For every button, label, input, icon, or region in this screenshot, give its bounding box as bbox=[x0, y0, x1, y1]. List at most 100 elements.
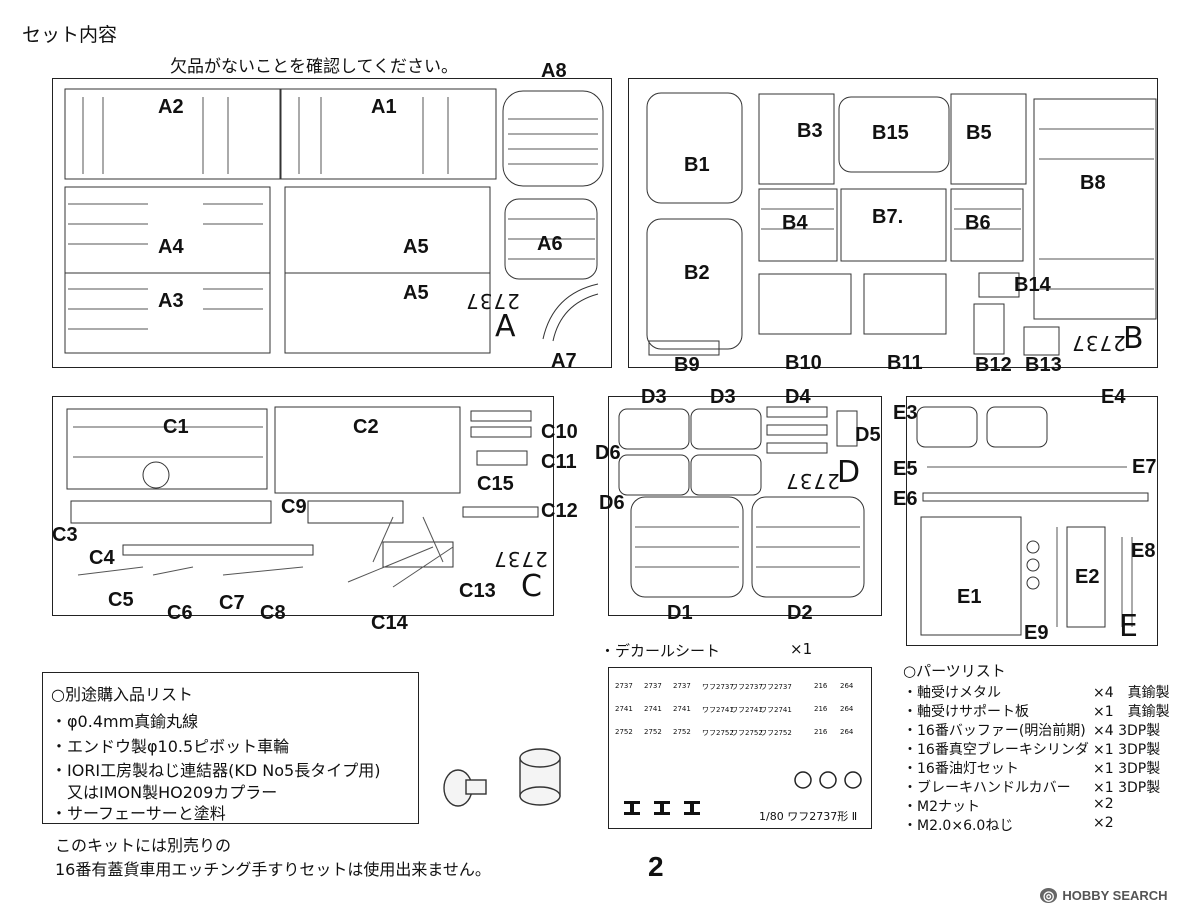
sheet-b: B3 B15 B5 B1 B8 B4 B7. B6 B2 B14 B9 B10 … bbox=[628, 78, 1158, 375]
sheet-e: E3 E4 E5 E7 E6 E8 E2 E1 E9 E bbox=[893, 387, 1158, 646]
part-label: B13 bbox=[1025, 354, 1062, 376]
part-label: C3 bbox=[52, 524, 78, 546]
decal-number: ワフ2737 bbox=[702, 683, 734, 691]
sheet-c: C1 C2 C10 C11 C15 C9 C12 C3 C4 C13 C5 C6… bbox=[52, 396, 578, 633]
decal-number: ワフ2752 bbox=[702, 729, 734, 737]
sheet-b-drawing bbox=[646, 92, 1157, 356]
decal-side-number: 264 bbox=[840, 682, 854, 690]
part-label: D3 bbox=[710, 386, 736, 408]
part-label: C15 bbox=[477, 473, 514, 495]
parts-list-qty: ×1 3DP製 bbox=[1093, 780, 1161, 796]
decal-footer: 1/80 ワフ2737形 Ⅱ bbox=[759, 810, 858, 823]
decal-number: ワフ2752 bbox=[731, 729, 763, 737]
part-label: E2 bbox=[1075, 566, 1100, 588]
parts-list-name: ・16番真空ブレーキシリンダ bbox=[903, 742, 1089, 758]
part-label: B12 bbox=[975, 354, 1012, 376]
part-label: B6 bbox=[965, 212, 991, 234]
sheet-letter: B bbox=[1123, 321, 1144, 356]
note-line: このキットには別売りの bbox=[55, 836, 232, 855]
note-line: 16番有蓋貨車用エッチング手すりセットは使用出来ません。 bbox=[55, 860, 491, 879]
part-label: E3 bbox=[893, 402, 918, 424]
decal-number: 2752 bbox=[615, 728, 633, 736]
sheet-a: A8 A2 A1 A4 A5 A6 A3 A5 A7 2737 A bbox=[52, 61, 612, 372]
sheet-d-drawing bbox=[618, 406, 865, 598]
part-label: E1 bbox=[957, 586, 982, 608]
sheet-code: 2737 bbox=[1071, 331, 1126, 355]
part-label: C13 bbox=[459, 580, 496, 602]
decal-number: 2741 bbox=[615, 705, 633, 713]
part-label: E9 bbox=[1024, 622, 1049, 644]
parts-list-name: ・16番油灯セット bbox=[903, 761, 1019, 777]
purchase-item: ・IORI工房製ねじ連結器(KD No5長タイプ用) bbox=[51, 761, 381, 780]
part-label: C2 bbox=[353, 416, 379, 438]
part-label: E4 bbox=[1101, 386, 1126, 408]
decal-number: 2737 bbox=[644, 682, 662, 690]
decal-side-number: 264 bbox=[840, 728, 854, 736]
part-label: D6 bbox=[595, 442, 621, 464]
part-label: D4 bbox=[785, 386, 811, 408]
watermark-logo-icon: ◎ bbox=[1040, 888, 1058, 903]
parts-list-name: ・軸受けサポート板 bbox=[903, 704, 1029, 720]
sheet-d: D3 D3 D4 D5 D6 D6 D1 D2 2737 D bbox=[595, 387, 882, 623]
part-label: B10 bbox=[785, 352, 822, 374]
decal-number: 2741 bbox=[644, 705, 662, 713]
watermark-text: HOBBY SEARCH bbox=[1062, 888, 1168, 903]
sheet-e-drawing bbox=[916, 406, 1149, 636]
part-label: C9 bbox=[281, 496, 307, 518]
page-number: 2 bbox=[648, 851, 664, 882]
part-label: D6 bbox=[599, 492, 625, 514]
decal-number: ワフ2741 bbox=[731, 706, 763, 714]
part-label: C4 bbox=[89, 547, 115, 569]
purchase-list-box: ○別途購入品リスト ・φ0.4mm真鍮丸線 ・エンドウ製φ10.5ピボット車輪 … bbox=[42, 672, 419, 824]
parts-list-name: ・M2ナット bbox=[903, 799, 980, 815]
purchase-item: ・エンドウ製φ10.5ピボット車輪 bbox=[51, 737, 290, 756]
parts-list-qty: ×2 bbox=[1093, 796, 1114, 812]
part-label: A1 bbox=[371, 96, 397, 118]
part-label: D5 bbox=[855, 424, 881, 446]
decal-number: 2741 bbox=[673, 705, 691, 713]
parts-list-title: ○パーツリスト bbox=[903, 662, 1006, 680]
decal-title: ・デカールシート bbox=[600, 642, 721, 660]
part-label: A4 bbox=[158, 236, 184, 258]
parts-list-qty: ×4 真鍮製 bbox=[1093, 685, 1170, 701]
part-label: E8 bbox=[1131, 540, 1156, 562]
decal-qty: ×1 bbox=[790, 640, 813, 658]
decal-number: ワフ2752 bbox=[760, 729, 792, 737]
decal-number: 2737 bbox=[615, 682, 633, 690]
decal-number: ワフ2737 bbox=[731, 683, 763, 691]
parts-illustration bbox=[443, 748, 561, 807]
part-label: E7 bbox=[1132, 456, 1157, 478]
decal-side-number: 216 bbox=[814, 705, 828, 713]
sheet-code: 2737 bbox=[493, 547, 548, 571]
parts-list-qty: ×4 3DP製 bbox=[1093, 723, 1161, 739]
part-label: A7 bbox=[551, 350, 577, 372]
decal-side-number: 216 bbox=[814, 728, 828, 736]
part-label: B4 bbox=[782, 212, 808, 234]
sheet-letter: E bbox=[1119, 609, 1138, 644]
part-label: B7. bbox=[872, 206, 904, 228]
part-label: D2 bbox=[787, 602, 813, 624]
decal-number: ワフ2741 bbox=[702, 706, 734, 714]
parts-list-name: ・ブレーキハンドルカバー bbox=[903, 780, 1071, 796]
parts-list-qty: ×1 真鍮製 bbox=[1093, 704, 1170, 720]
parts-list-name: ・M2.0×6.0ねじ bbox=[903, 818, 1014, 834]
part-label: E6 bbox=[893, 488, 918, 510]
purchase-item: ・φ0.4mm真鍮丸線 bbox=[51, 712, 199, 731]
decal-number: 2737 bbox=[673, 682, 691, 690]
part-label: C12 bbox=[541, 500, 578, 522]
part-label: C14 bbox=[371, 612, 408, 634]
page-title: セット内容 bbox=[22, 24, 118, 46]
part-label: D1 bbox=[667, 602, 693, 624]
sheet-c-drawing bbox=[66, 406, 539, 588]
part-label: B14 bbox=[1014, 274, 1051, 296]
parts-list-name: ・軸受けメタル bbox=[903, 685, 1001, 701]
part-label: A3 bbox=[158, 290, 184, 312]
part-label: D3 bbox=[641, 386, 667, 408]
page-subtitle: 欠品がないことを確認してください。 bbox=[170, 57, 458, 77]
part-label: C6 bbox=[167, 602, 193, 624]
part-label: C11 bbox=[541, 451, 577, 473]
parts-list-name: ・16番バッファー(明治前期) bbox=[903, 723, 1086, 739]
sheet-letter: C bbox=[521, 569, 542, 604]
part-label: A8 bbox=[541, 60, 567, 82]
